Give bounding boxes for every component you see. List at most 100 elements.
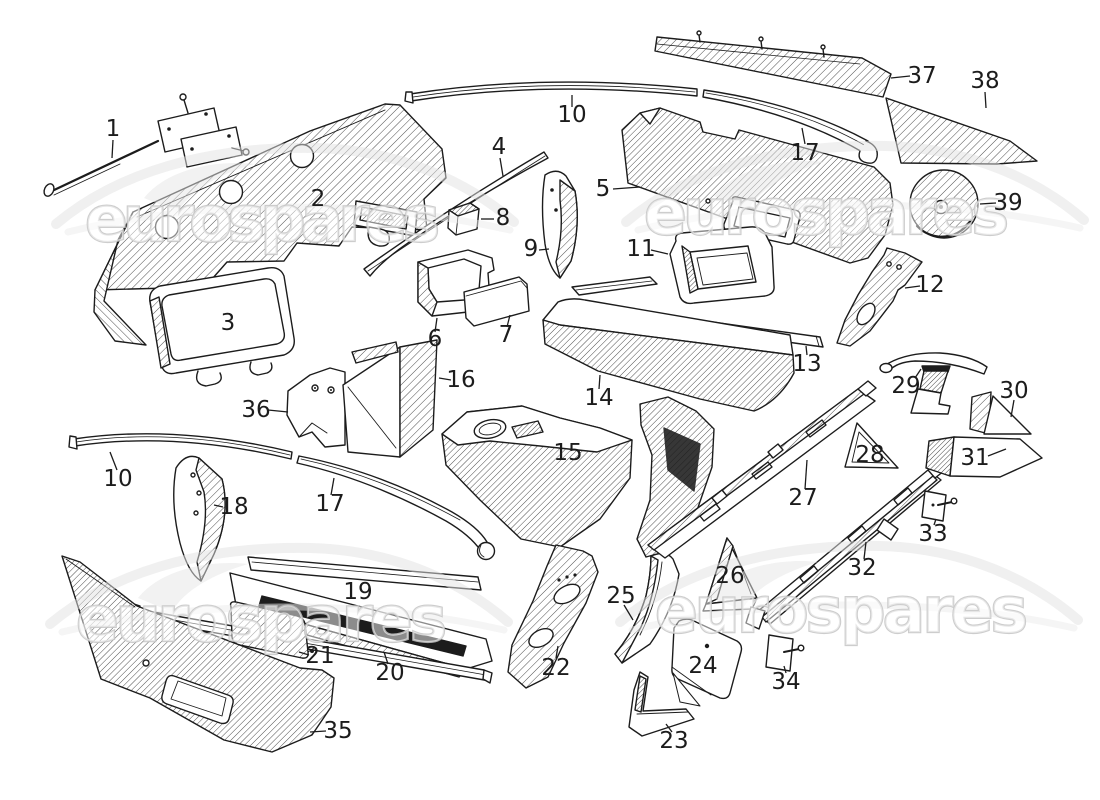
svg-text:15: 15 [553,440,582,466]
svg-text:37: 37 [907,63,936,89]
callout-10-bottom: 10 [103,451,133,492]
part-17-bottom [296,455,496,561]
svg-text:17: 17 [790,140,819,166]
svg-text:21: 21 [305,643,334,669]
callout-38: 38 [970,68,1000,109]
svg-text:38: 38 [970,68,999,94]
svg-text:6: 6 [428,326,443,352]
part-30 [969,391,1032,435]
callout-21: 21 [298,643,335,669]
svg-text:14: 14 [584,385,613,411]
part-10-bottom [68,433,293,460]
svg-text:18: 18 [219,494,248,520]
callout-15: 15 [553,440,582,466]
callout-17-top: 17 [790,127,820,166]
callout-16: 16 [438,367,476,393]
part-25 [614,552,680,664]
callout-25: 25 [606,583,636,621]
svg-text:30: 30 [999,378,1028,404]
svg-text:35: 35 [323,718,352,744]
svg-text:28: 28 [855,442,884,468]
svg-text:27: 27 [788,485,817,511]
callout-23: 23 [659,723,689,754]
callout-30: 30 [999,378,1029,418]
part-9 [541,170,578,279]
callout-36: 36 [241,397,289,423]
watermark-text-top-right: eurospares [644,176,1010,249]
callout-14: 14 [584,374,614,411]
callout-22: 22 [541,645,571,681]
svg-text:22: 22 [541,655,570,681]
watermark-text-top-left: eurospares [85,183,441,256]
svg-text:31: 31 [960,445,989,471]
svg-text:9: 9 [524,236,539,262]
svg-text:17: 17 [315,491,344,517]
part-37 [654,30,892,98]
svg-text:26: 26 [715,563,744,589]
svg-text:29: 29 [891,373,920,399]
callout-20: 20 [375,651,405,686]
part-27 [647,380,877,559]
svg-text:34: 34 [771,669,800,695]
callout-1: 1 [106,116,121,159]
svg-text:13: 13 [792,351,821,377]
svg-text:3: 3 [221,310,236,336]
svg-text:39: 39 [993,190,1022,216]
svg-text:16: 16 [446,367,475,393]
callout-7: 7 [499,314,514,348]
part-28 [844,422,899,469]
callout-18: 18 [213,494,249,520]
callout-11: 11 [626,236,669,262]
svg-text:25: 25 [606,583,635,609]
part-35 [61,555,335,753]
svg-text:7: 7 [499,322,514,348]
part-10-top [404,81,698,104]
part-34 [765,634,805,672]
svg-text:12: 12 [915,272,944,298]
svg-text:4: 4 [492,134,507,160]
callout-24: 24 [688,653,717,679]
callout-10-top: 10 [557,95,587,128]
svg-text:1: 1 [106,116,121,142]
callout-33: 33 [918,518,948,547]
svg-text:20: 20 [375,660,404,686]
callout-39: 39 [979,190,1023,216]
svg-text:33: 33 [918,521,947,547]
callout-13: 13 [792,345,822,377]
callout-4: 4 [492,134,507,177]
watermark-layer: eurospares eurospares eurospares eurospa… [50,146,1084,657]
callout-34: 34 [771,665,801,695]
part-7 [463,276,530,327]
callout-8: 8 [481,205,510,231]
callout-32: 32 [847,541,877,581]
part-33 [921,490,958,522]
watermark-text-bottom-right: eurospares [655,574,1029,647]
part-3 [149,266,295,387]
callout-26: 26 [715,563,744,589]
part-22 [507,544,599,689]
part-14 [542,276,795,412]
svg-text:8: 8 [496,205,511,231]
callout-37: 37 [890,63,937,89]
callout-2: 2 [311,186,326,212]
callout-3: 3 [221,310,236,336]
svg-text:36: 36 [241,397,270,423]
part-24 [671,618,743,707]
watermark-text-bottom-left: eurospares [76,583,448,656]
svg-text:19: 19 [343,579,372,605]
part-16 [342,339,438,458]
part-11 [669,226,775,305]
callout-5: 5 [596,176,641,202]
part-15 [441,396,715,558]
callout-27: 27 [788,459,818,511]
callouts-layer: 1 2 3 4 5 6 7 8 9 10 17 11 12 13 14 15 1… [103,63,1028,754]
svg-text:2: 2 [311,186,326,212]
svg-text:10: 10 [557,102,586,128]
callout-19: 19 [343,579,372,605]
callout-35: 35 [309,718,353,744]
callout-28: 28 [855,442,884,468]
part-23 [628,671,695,737]
part-29 [879,352,988,415]
